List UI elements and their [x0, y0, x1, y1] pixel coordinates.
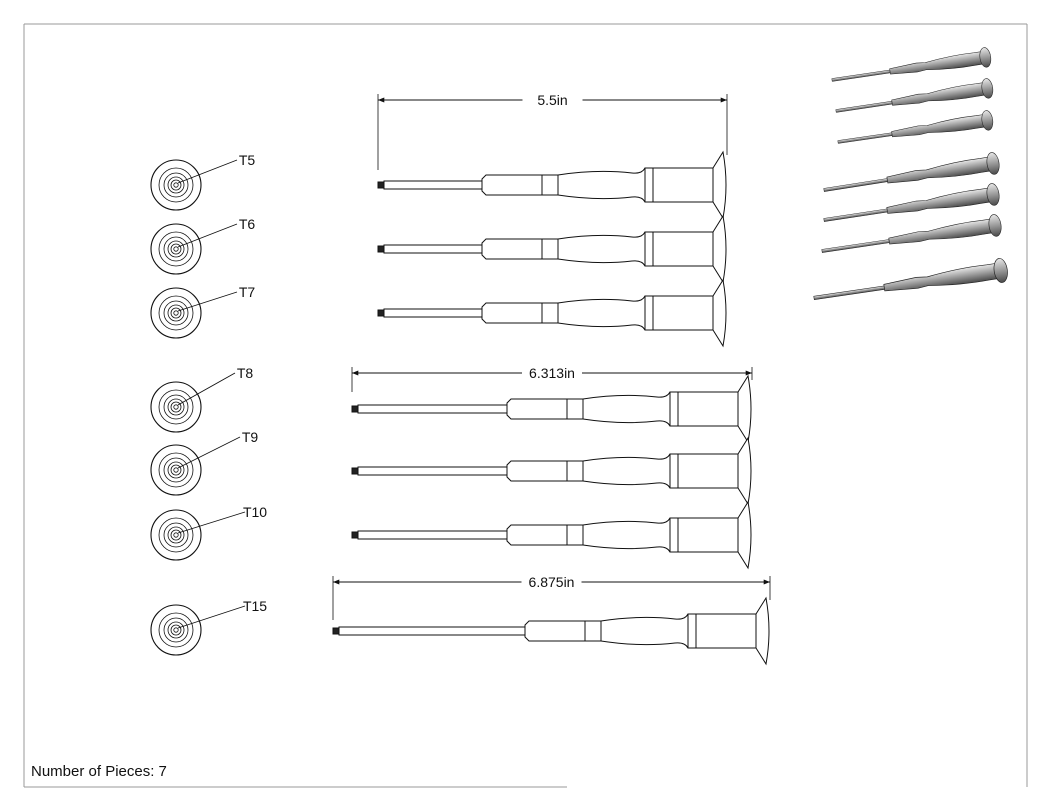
dimension-label-2: 6.313in: [529, 365, 575, 381]
screwdriver-side-1-3: [377, 278, 727, 348]
end-view-t10: T10: [150, 504, 267, 561]
dimension-label-1: 5.5in: [537, 92, 567, 108]
end-view-t6: T6: [150, 216, 256, 275]
iso-screwdriver-2: [835, 78, 994, 113]
screwdriver-side-views: [332, 150, 770, 666]
end-view-t9: T9: [150, 429, 259, 496]
sheet-border: [23, 23, 1028, 788]
size-label-t6: T6: [239, 216, 256, 232]
iso-screwdriver-3: [837, 110, 994, 144]
dimension-3: 6.875in: [332, 572, 771, 620]
size-label-t8: T8: [237, 365, 254, 381]
pieces-count-note: Number of Pieces: 7: [31, 763, 167, 780]
size-label-t7: T7: [239, 284, 256, 300]
iso-screwdriver-4: [823, 152, 1000, 192]
screwdriver-side-2-1: [351, 374, 752, 444]
size-label-t15: T15: [243, 598, 267, 614]
size-label-t10: T10: [243, 504, 267, 520]
end-view-t7: T7: [150, 284, 256, 339]
dimension-1: 5.5in: [377, 90, 728, 170]
end-view-t15: T15: [150, 598, 267, 656]
screwdriver-side-2-2: [351, 436, 752, 506]
screwdriver-side-1-2: [377, 214, 727, 284]
overall-length-dimensions: 5.5in 6.313in 6.875in: [332, 90, 771, 620]
screwdriver-side-3-1: [332, 596, 770, 666]
screwdriver-side-2-3: [351, 500, 752, 570]
isometric-set-view: [813, 47, 1008, 301]
iso-screwdriver-1: [831, 47, 992, 82]
size-label-t9: T9: [242, 429, 259, 445]
end-view-t8: T8: [150, 365, 254, 433]
end-view-t5: T5: [150, 152, 256, 211]
iso-screwdriver-6: [821, 214, 1002, 253]
screwdriver-side-1-1: [377, 150, 727, 220]
dimension-label-3: 6.875in: [529, 574, 575, 590]
size-label-t5: T5: [239, 152, 256, 168]
iso-screwdriver-7: [813, 258, 1008, 301]
iso-screwdriver-5: [823, 183, 1000, 222]
dimension-2: 6.313in: [351, 363, 753, 392]
